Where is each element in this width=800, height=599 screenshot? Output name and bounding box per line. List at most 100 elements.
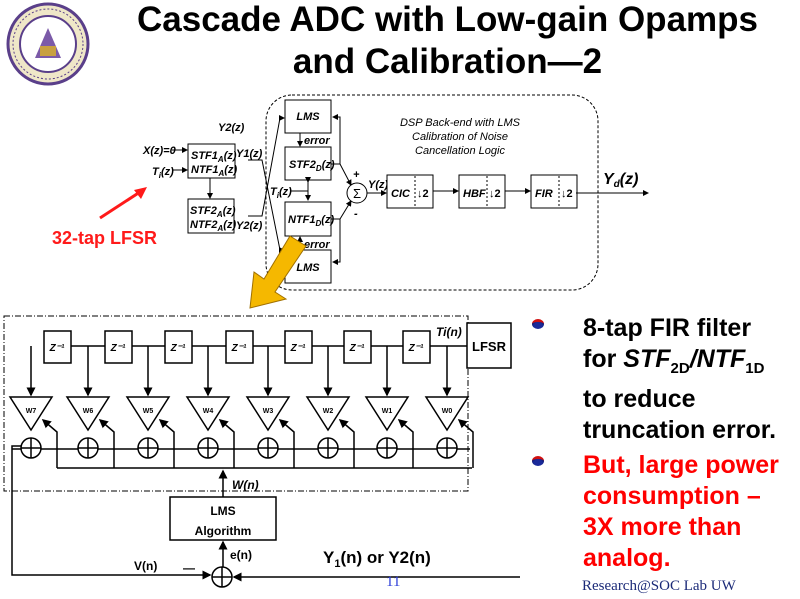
footer-lab-name: Research@SOC Lab UW bbox=[582, 578, 736, 594]
ntf1a-label: NTF1A(z) bbox=[191, 164, 237, 178]
weight-multiplier bbox=[305, 396, 351, 432]
stage1-block bbox=[187, 143, 236, 179]
weight-multiplier bbox=[364, 396, 410, 432]
yz-label: Y(z) bbox=[368, 179, 389, 191]
bullet2-line4: analog. bbox=[583, 544, 671, 572]
weight-label: W7 bbox=[26, 408, 37, 415]
fir-region bbox=[3, 315, 469, 492]
yellow-zoom-arrow bbox=[249, 235, 307, 309]
bullet-icon bbox=[532, 319, 544, 329]
weight-label: W0 bbox=[442, 408, 453, 415]
stf1a-label: STF1A(z) bbox=[191, 150, 237, 164]
cascade-adc-diagram: Y2(z) X(z)=0 Ti(z) STF1A(z) NTF1A(z) STF… bbox=[142, 94, 649, 291]
page-number: 11 bbox=[386, 574, 401, 590]
weight-update-line bbox=[457, 419, 474, 468]
decimate-by-2: ↓2 bbox=[417, 188, 429, 200]
ti-mid-label: Ti(z) bbox=[270, 186, 292, 200]
delay-block bbox=[343, 330, 372, 364]
bullet-icon bbox=[532, 456, 544, 466]
lms-top-label: LMS bbox=[296, 111, 320, 123]
stage-name: FIR bbox=[535, 188, 553, 200]
delay-block bbox=[402, 330, 431, 364]
weight-multiplier bbox=[185, 396, 231, 432]
ntf1d-block bbox=[284, 201, 332, 237]
lfsr-label: LFSR bbox=[472, 339, 507, 354]
weight-update-line bbox=[41, 419, 58, 468]
weight-multiplier bbox=[424, 396, 470, 432]
plus-sign: + bbox=[353, 169, 360, 181]
slide-title-line2: and Calibration—2 bbox=[292, 42, 603, 81]
ntf-term: NTF bbox=[696, 345, 746, 373]
delay-block bbox=[225, 330, 254, 364]
stf2a-label: STF2A(z) bbox=[190, 205, 236, 219]
weight-update-line bbox=[338, 419, 355, 468]
bullet1-line1: 8-tap FIR filter bbox=[583, 314, 752, 342]
lfsr-annotation: 32-tap LFSR bbox=[52, 228, 157, 248]
y2-top-label: Y2(z) bbox=[218, 122, 245, 134]
ntf2a-label: NTF2A(z) bbox=[190, 219, 236, 233]
decimate-by-2: ↓2 bbox=[561, 188, 573, 200]
delay-block bbox=[284, 330, 313, 364]
stage-block-fir bbox=[530, 174, 578, 209]
v-n-label: V(n) bbox=[134, 559, 157, 573]
e-n-label: e(n) bbox=[230, 548, 252, 562]
bullet2: But, large power consumption – 3X more t… bbox=[583, 450, 779, 574]
red-pointer-arrow bbox=[99, 188, 144, 220]
ntf1d-label: NTF1D(z) bbox=[288, 214, 334, 228]
weight-label: W4 bbox=[203, 408, 214, 415]
ti-input-label: Ti(z) bbox=[152, 166, 174, 180]
red-arrowhead bbox=[134, 187, 147, 199]
delay-block bbox=[43, 330, 72, 364]
delay-label: Z⁻¹ bbox=[110, 343, 126, 354]
delay-label: Z⁻¹ bbox=[290, 343, 306, 354]
stage2-block bbox=[187, 198, 235, 234]
lms-top-block bbox=[284, 99, 332, 134]
weight-multiplier bbox=[65, 396, 111, 432]
delay-block bbox=[164, 330, 193, 364]
dsp-caption-line1: DSP Back-end with LMS bbox=[400, 117, 521, 129]
minus-sign: - bbox=[354, 208, 358, 220]
weight-update-line bbox=[158, 419, 175, 468]
weight-label: W5 bbox=[143, 408, 154, 415]
error-bottom-label: error bbox=[304, 239, 330, 251]
sigma-symbol: Σ bbox=[353, 186, 361, 201]
delay-label: Z⁻¹ bbox=[49, 343, 65, 354]
weight-label: W2 bbox=[323, 408, 334, 415]
fir-filter-diagram: LFSR Ti(n) Z⁻¹ Z⁻¹ Z⁻¹ Z⁻¹ Z⁻¹ Z⁻¹ Z⁻¹ W7 W6 W5 W4… bbox=[3, 315, 520, 588]
delay-label: Z⁻¹ bbox=[231, 343, 247, 354]
delay-label: Z⁻¹ bbox=[349, 343, 365, 354]
university-seal-logo bbox=[6, 2, 90, 86]
ti-n-label: Ti(n) bbox=[436, 325, 462, 339]
y1-output-label: Y1(z) bbox=[236, 148, 263, 160]
weight-label: W6 bbox=[83, 408, 94, 415]
stf-subscript: 2D bbox=[670, 360, 690, 377]
dsp-caption-line3: Cancellation Logic bbox=[415, 145, 505, 157]
lms-bottom-label: LMS bbox=[296, 262, 320, 274]
bullet2-line1: But, large power bbox=[583, 451, 779, 479]
bullet1-line4: truncation error. bbox=[583, 416, 777, 444]
x-input-label: X(z)=0 bbox=[142, 145, 177, 157]
dsp-caption-line2: Calibration of Noise bbox=[412, 131, 508, 143]
delay-label: Z⁻¹ bbox=[408, 343, 424, 354]
slide-title-line1: Cascade ADC with Low-gain Opamps bbox=[136, 0, 758, 39]
y-input-label: Y1(n) or Y2(n) bbox=[323, 548, 431, 570]
ntf-subscript: 1D bbox=[745, 360, 765, 377]
bullet2-line2: consumption – bbox=[583, 482, 761, 510]
weight-multiplier bbox=[8, 396, 54, 432]
bullet2-line3: 3X more than bbox=[583, 513, 742, 541]
w-n-label: W(n) bbox=[232, 478, 259, 492]
weight-update-line bbox=[397, 419, 414, 468]
weight-update-line bbox=[278, 419, 295, 468]
weight-update-line bbox=[98, 419, 115, 468]
lms-algorithm-block bbox=[169, 496, 277, 541]
delay-block bbox=[104, 330, 133, 364]
bullet1-for: for bbox=[583, 345, 624, 373]
minus-label: — bbox=[183, 561, 195, 575]
weight-update-line bbox=[218, 419, 235, 468]
slash: / bbox=[689, 345, 697, 373]
delay-label: Z⁻¹ bbox=[170, 343, 186, 354]
weight-multiplier bbox=[125, 396, 171, 432]
lms-algorithm-line1: LMS bbox=[210, 504, 235, 518]
